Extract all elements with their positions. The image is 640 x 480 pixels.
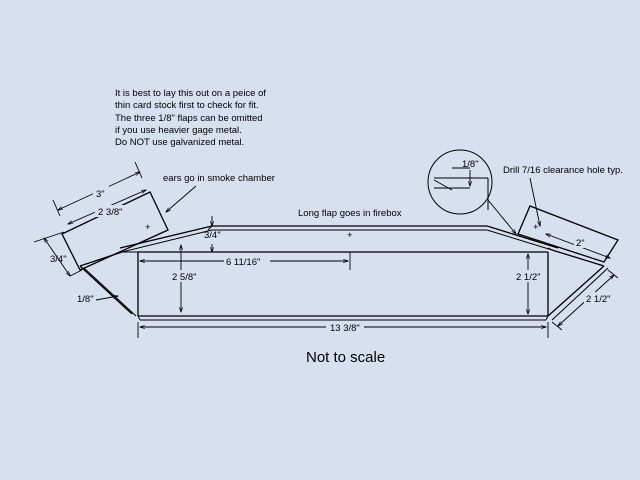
dim-total-length-label: 13 3/8" bbox=[330, 323, 360, 334]
drill-label: Drill 7/16 clearance hole typ. bbox=[503, 165, 623, 176]
dim-flap-left bbox=[95, 296, 118, 301]
dim-right-side-label: 2 1/2" bbox=[586, 294, 611, 305]
dim-height-left-label: 2 5/8" bbox=[172, 272, 197, 283]
dim-half-length-label: 6 11/16" bbox=[226, 257, 260, 268]
dim-right-ear bbox=[546, 234, 610, 258]
dim-half-length bbox=[140, 252, 351, 270]
note-line-2: thin card stock first to check for fit. bbox=[115, 100, 259, 111]
note-line-4: if you use heavier gage metal. bbox=[115, 125, 242, 136]
center-mark: + bbox=[347, 230, 353, 241]
dim-ear-inner bbox=[68, 190, 146, 224]
dim-ear-width-label: 3" bbox=[96, 189, 105, 200]
drill-leader bbox=[529, 177, 540, 226]
note-line-3: The three 1/8" flaps can be omitted bbox=[115, 113, 263, 124]
ears-leader bbox=[166, 185, 197, 212]
flap-detail-circle bbox=[427, 149, 516, 234]
dim-right-side bbox=[551, 269, 619, 331]
dim-flap-top-label: 3/4" bbox=[204, 230, 221, 241]
note-line-5: Do NOT use galvanized metal. bbox=[115, 137, 244, 148]
dim-ear-inner-label: 2 3/8" bbox=[98, 207, 123, 218]
not-to-scale-label: Not to scale bbox=[306, 349, 385, 366]
detail-flap-label: 1/8" bbox=[462, 159, 479, 170]
main-body-outline bbox=[137, 251, 549, 321]
ears-label: ears go in smoke chamber bbox=[163, 173, 275, 184]
dim-total-length bbox=[137, 321, 549, 338]
dim-height-left bbox=[170, 245, 204, 312]
long-flap-outline: + bbox=[119, 225, 559, 253]
dim-height-right bbox=[514, 254, 546, 314]
dim-ear-height bbox=[33, 231, 83, 276]
note-line-1: It is best to lay this out on a peice of bbox=[115, 88, 266, 99]
dim-ear-height-label: 3/4" bbox=[50, 254, 67, 265]
dim-flap-left-label: 1/8" bbox=[77, 294, 94, 305]
dim-right-ear-label: 2" bbox=[576, 238, 585, 249]
long-flap-label: Long flap goes in firebox bbox=[298, 208, 402, 219]
left-ear-hole-mark: + bbox=[145, 222, 151, 233]
dim-height-right-label: 2 1/2" bbox=[516, 272, 541, 283]
right-ear-hole-mark: + bbox=[533, 222, 539, 233]
